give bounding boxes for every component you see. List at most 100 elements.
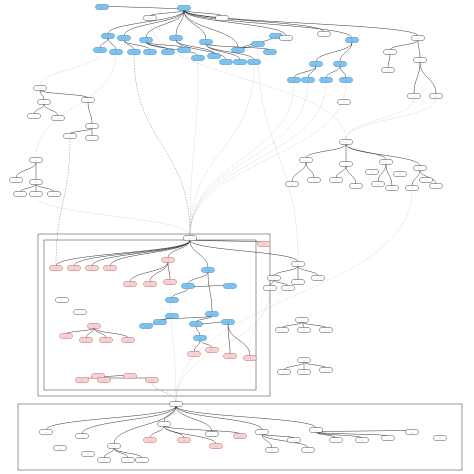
node-shape [411, 35, 425, 41]
edge-l_b-l_d [33, 103, 45, 115]
node-label: ··· [411, 187, 414, 190]
node-shape [9, 177, 23, 183]
edge-b_top-b_6 [175, 405, 263, 431]
graph-node: ··· [91, 373, 105, 379]
node-shape [205, 311, 219, 317]
node-shape [183, 235, 197, 241]
edge-m_w2-m_w6 [273, 279, 289, 287]
edge-r_root-r_tl3 [183, 9, 223, 17]
node-label: ··· [107, 35, 110, 38]
graph-node: ··· [123, 281, 137, 287]
graph-node: ··· [279, 35, 293, 41]
graph-node: ··· [33, 85, 47, 91]
node-label: ··· [129, 283, 132, 286]
node-shape [429, 183, 443, 189]
node-shape [75, 377, 89, 383]
node-label: ··· [257, 43, 260, 46]
node-label: ··· [149, 283, 152, 286]
node-label: ··· [225, 61, 228, 64]
node-shape [307, 177, 321, 183]
node-label: ··· [313, 179, 316, 182]
edge-m_p5-m_p7 [129, 261, 169, 283]
node-shape [143, 15, 157, 21]
graph-node: ··· [233, 59, 247, 65]
node-shape [161, 49, 175, 55]
graph-node: ··· [75, 433, 89, 439]
node-shape [177, 47, 191, 53]
graph-node: ··· [177, 47, 191, 53]
node-label: ··· [129, 375, 132, 378]
node-shape [223, 283, 237, 289]
node-shape [413, 165, 427, 171]
node-shape [187, 351, 201, 357]
node-label: ··· [271, 449, 274, 452]
graph-node: ··· [355, 437, 369, 443]
node-label: ··· [97, 375, 100, 378]
node-label: ··· [85, 339, 88, 342]
node-label: ··· [91, 125, 94, 128]
node-shape [177, 5, 191, 11]
node-shape [215, 15, 229, 21]
edge-r_r3-r_r5 [315, 41, 353, 63]
node-label: ··· [149, 439, 152, 442]
node-label: ··· [413, 95, 416, 98]
edge-m_top-m_p4 [109, 239, 191, 267]
edge-m_top-m_p5 [167, 239, 191, 259]
node-shape [433, 435, 447, 441]
node-shape [223, 353, 237, 359]
node-shape [85, 135, 99, 141]
node-shape [81, 97, 95, 103]
edge-m_p9-b_top [169, 283, 177, 403]
container-frame-inner [43, 239, 257, 391]
node-shape [405, 185, 419, 191]
edge-r_b3-r_c7 [145, 41, 199, 57]
node-label: ··· [335, 179, 338, 182]
node-shape [263, 285, 277, 291]
node-shape [143, 437, 157, 443]
node-shape [355, 437, 369, 443]
node-label: ··· [387, 69, 390, 72]
node-shape [13, 191, 27, 197]
node-label: ··· [253, 61, 256, 64]
graph-node: ··· [143, 49, 157, 55]
graph-node: ··· [275, 327, 289, 333]
node-shape [251, 41, 265, 47]
edge-e_r1-e_r2 [305, 143, 347, 159]
graph-node: ··· [223, 283, 237, 289]
node-label: ··· [93, 325, 96, 328]
node-shape [381, 435, 395, 441]
graph-node: ··· [85, 123, 99, 129]
graph-node: ··· [169, 401, 183, 407]
node-shape [199, 39, 213, 45]
edge-r_b1-r_c1 [99, 37, 109, 49]
edge-r_r4-r_fr1 [389, 39, 419, 51]
edge-r_c14-m_w1 [257, 45, 299, 263]
graph-node: ··· [209, 443, 223, 449]
node-label: ··· [43, 101, 46, 104]
node-label: ··· [197, 57, 200, 60]
graph-node: ··· [165, 313, 179, 319]
graph-node: ··· [405, 185, 419, 191]
node-shape [107, 443, 121, 449]
graph-node: ··· [37, 99, 51, 105]
edge-r_r7-m_top [189, 81, 295, 237]
node-label: ··· [419, 167, 422, 170]
graph-node: ··· [255, 429, 269, 435]
node-label: ··· [283, 371, 286, 374]
edge-r_b2-r_c3 [123, 39, 135, 51]
node-label: ··· [183, 49, 186, 52]
graph-node: ··· [181, 283, 195, 289]
node-shape [379, 159, 393, 165]
node-shape [153, 319, 167, 325]
node-shape [117, 35, 131, 41]
graph-node: ··· [73, 309, 87, 315]
node-shape [139, 323, 153, 329]
node-label: ··· [213, 55, 216, 58]
graph-node: ··· [103, 265, 117, 271]
node-label: ··· [159, 321, 162, 324]
graph-node: ··· [301, 447, 315, 453]
node-shape [329, 177, 343, 183]
node-shape [279, 35, 293, 41]
node-shape [329, 437, 343, 443]
